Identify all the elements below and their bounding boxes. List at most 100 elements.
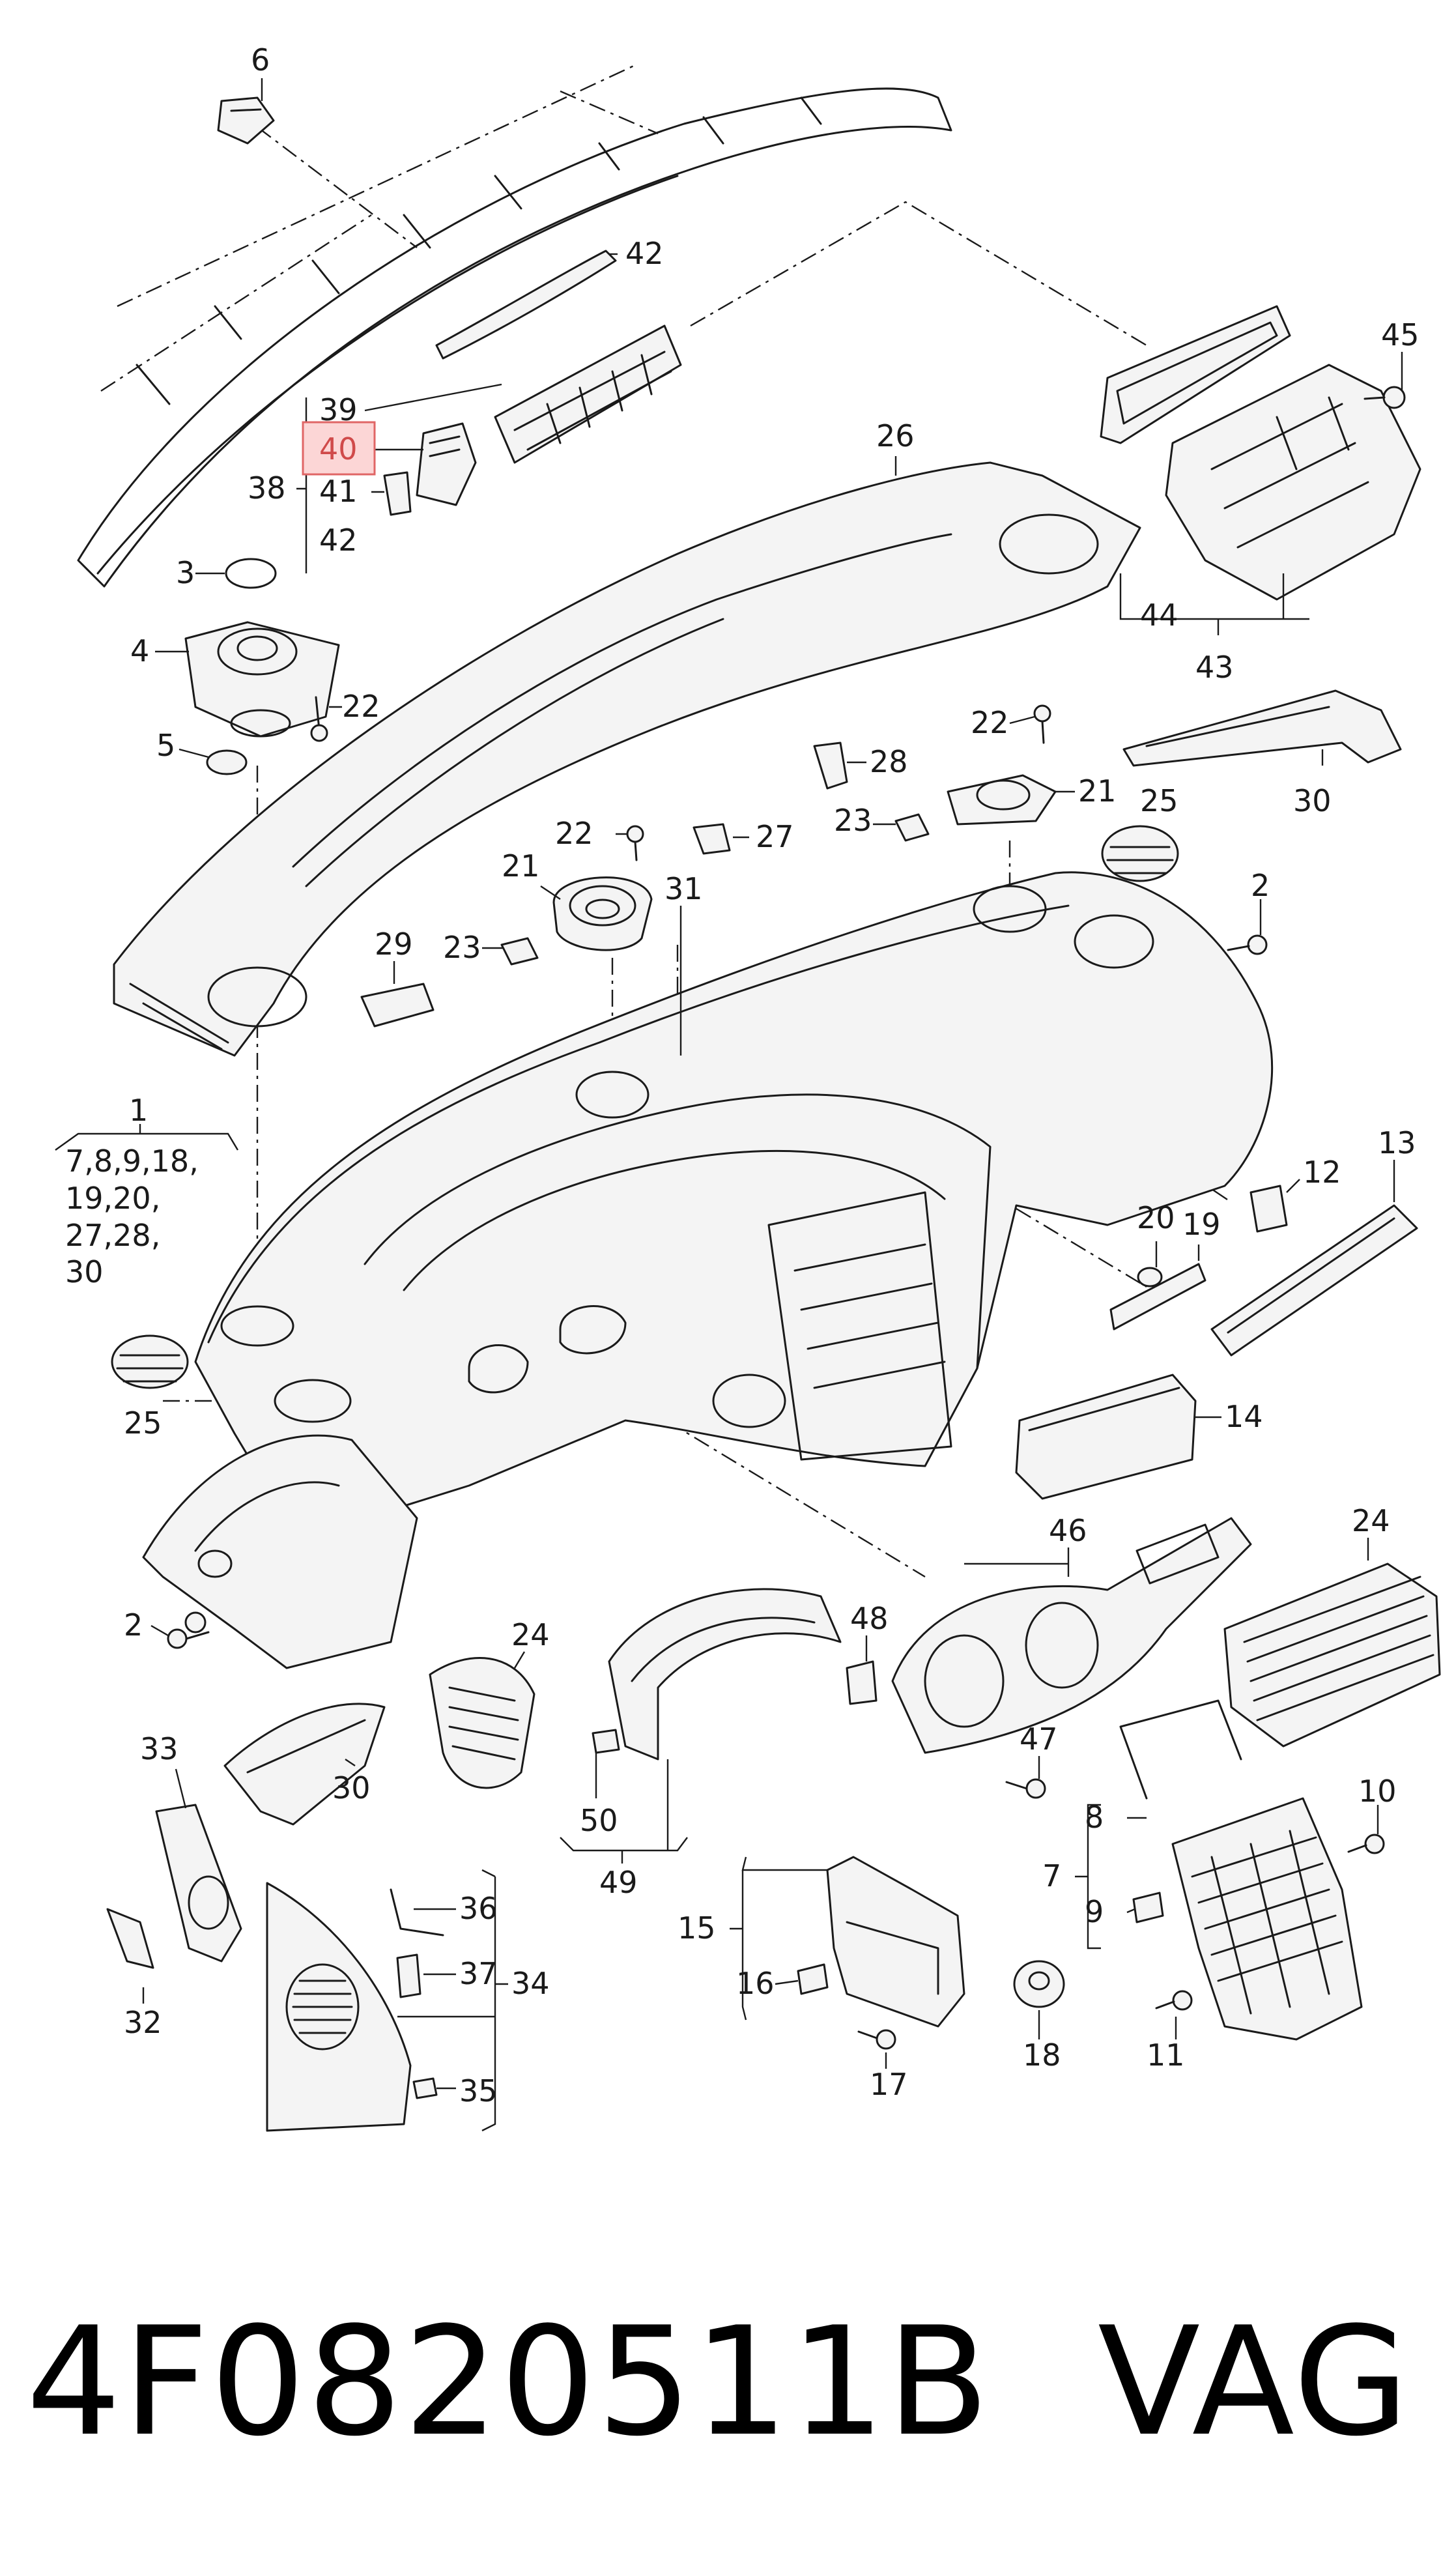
part-23-clip-center bbox=[500, 937, 539, 966]
part-11-screw bbox=[1155, 1990, 1193, 2011]
callout: 33 bbox=[140, 1731, 178, 1766]
leader-lines bbox=[55, 78, 1403, 2132]
part-22-screw-c bbox=[626, 825, 644, 861]
callout: 22 bbox=[971, 705, 1009, 740]
callout: 8 bbox=[1085, 1800, 1104, 1835]
part-19-strip bbox=[1109, 1263, 1206, 1331]
callout: 26 bbox=[876, 418, 915, 453]
brand-name: VAG bbox=[1098, 2296, 1410, 2469]
callout: 42 bbox=[625, 236, 664, 271]
part-46-instrument-cluster bbox=[891, 1517, 1252, 1754]
callout: 39 bbox=[319, 392, 358, 427]
part-29-clip bbox=[360, 983, 435, 1028]
part-33-trim bbox=[155, 1804, 242, 1963]
callout: 15 bbox=[678, 1910, 716, 1946]
callout: 10 bbox=[1358, 1774, 1397, 1809]
callout: 3 bbox=[176, 555, 195, 590]
callout: 23 bbox=[443, 930, 481, 965]
callout: 13 bbox=[1378, 1125, 1416, 1160]
callout: 17 bbox=[870, 2067, 908, 2102]
part-3-seal-ring bbox=[225, 558, 277, 589]
part-25-grille-left bbox=[111, 1334, 189, 1389]
callout: 27,28, bbox=[65, 1218, 160, 1253]
callout: 25 bbox=[1140, 783, 1178, 818]
callout: 42 bbox=[319, 523, 358, 558]
callout: 27 bbox=[756, 819, 794, 854]
callout: 48 bbox=[850, 1601, 889, 1636]
callout: 50 bbox=[580, 1803, 618, 1838]
part-2-screw-left bbox=[167, 1628, 210, 1649]
part-44-seal bbox=[1100, 305, 1291, 444]
part-15-bracket bbox=[826, 1856, 965, 2028]
part-49-cluster-cover bbox=[608, 1588, 842, 1761]
part-45-screw bbox=[1363, 386, 1406, 409]
part-18-cap bbox=[1013, 1960, 1065, 2008]
part-27-clip bbox=[692, 823, 731, 855]
callout: 31 bbox=[664, 871, 703, 906]
callout: 21 bbox=[1078, 773, 1117, 809]
callout: 45 bbox=[1381, 317, 1420, 353]
callout: 5 bbox=[156, 728, 175, 763]
part-7-glovebox-frame bbox=[1171, 1797, 1363, 2041]
callout: 11 bbox=[1147, 2037, 1185, 2073]
callout: 2 bbox=[1251, 868, 1270, 903]
callout: 21 bbox=[502, 848, 540, 884]
part-number: 4F0820511B bbox=[26, 2296, 991, 2469]
part-50-clip bbox=[592, 1729, 620, 1754]
callout: 25 bbox=[124, 1405, 162, 1441]
part-22-screw-b bbox=[1033, 704, 1051, 744]
part-10-screw bbox=[1347, 1834, 1385, 1854]
callout: 32 bbox=[124, 2005, 162, 2040]
callout: 19,20, bbox=[65, 1181, 160, 1216]
callout: 30 bbox=[65, 1254, 104, 1289]
part-37-clip bbox=[396, 1953, 421, 1998]
part-32-clip bbox=[106, 1908, 154, 1969]
callout: 19 bbox=[1182, 1207, 1221, 1242]
callout: 6 bbox=[251, 42, 270, 78]
part-21-speaker-right bbox=[947, 774, 1057, 826]
callout: 47 bbox=[1020, 1721, 1058, 1757]
callout: 9 bbox=[1085, 1894, 1104, 1929]
callout: 24 bbox=[511, 1617, 550, 1652]
callout-40-highlighted: 40 bbox=[319, 431, 358, 467]
steering-column-bracket bbox=[142, 1434, 418, 1669]
part-34-side-trim bbox=[266, 1882, 412, 2132]
callout-40-highlight bbox=[302, 421, 376, 476]
callout: 22 bbox=[555, 816, 593, 851]
callout: 30 bbox=[1293, 783, 1332, 818]
callout-labels: 6 42 45 39 40 41 38 42 26 3 4 22 5 44 43… bbox=[65, 42, 1420, 2109]
part-41-clip bbox=[383, 471, 412, 516]
callout: 2 bbox=[124, 1607, 143, 1643]
part-17-screw bbox=[857, 2029, 896, 2050]
callout: 28 bbox=[870, 744, 908, 779]
callout: 43 bbox=[1195, 650, 1234, 685]
part-4-speaker-mount bbox=[184, 621, 340, 738]
part-13-trim bbox=[1210, 1204, 1418, 1357]
callout: 20 bbox=[1137, 1200, 1175, 1235]
callout: 16 bbox=[736, 1966, 775, 2001]
callout: 14 bbox=[1225, 1399, 1263, 1434]
callout: 35 bbox=[459, 2073, 498, 2109]
center-vent-assembly bbox=[494, 324, 682, 464]
part-8-frame-wire bbox=[1119, 1699, 1242, 1800]
part-21-speaker-center bbox=[552, 876, 653, 951]
part-26-upper-dash-panel bbox=[113, 461, 1141, 1057]
part-23-clip-right bbox=[894, 813, 930, 842]
callout: 37 bbox=[459, 1956, 498, 1991]
callout: 23 bbox=[834, 803, 872, 838]
part-16-clip bbox=[797, 1963, 829, 1995]
part-47-screw bbox=[1005, 1778, 1046, 1799]
callout: 38 bbox=[248, 470, 286, 506]
callout: 7 bbox=[1042, 1858, 1061, 1893]
part-43-duct bbox=[1165, 364, 1421, 601]
callout: 18 bbox=[1023, 2037, 1061, 2073]
part-35-clip bbox=[412, 2077, 438, 2099]
callout: 7,8,9,18, bbox=[65, 1144, 199, 1179]
part-36-rod bbox=[390, 1888, 444, 1936]
windscreen-frame bbox=[77, 87, 952, 588]
callout: 30 bbox=[332, 1770, 371, 1806]
callout: 44 bbox=[1140, 597, 1178, 633]
callout: 1 bbox=[129, 1093, 148, 1128]
part-5-cap bbox=[206, 749, 248, 775]
